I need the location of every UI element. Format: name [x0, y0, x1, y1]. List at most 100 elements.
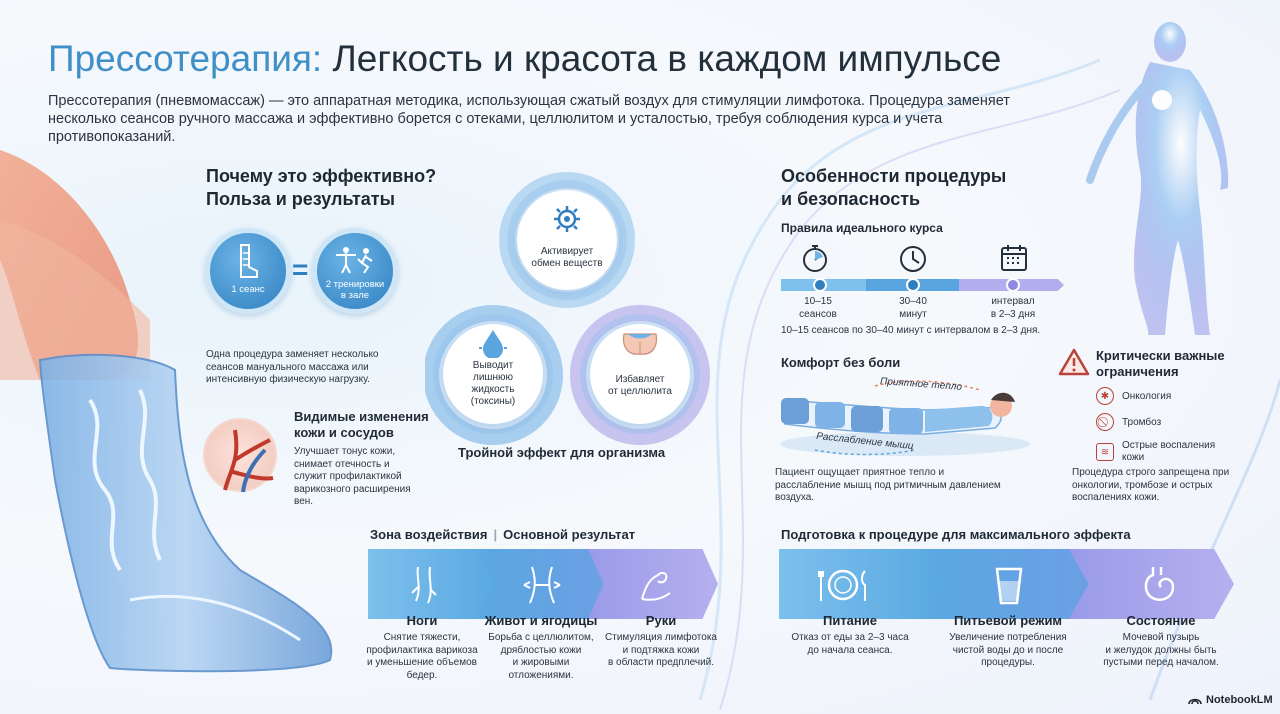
zones-arrow-bar — [368, 549, 718, 619]
contra-item: ≋ Острые воспаления кожи — [1096, 440, 1246, 464]
zone-desc-line: Борьба с целлюлитом, — [488, 632, 594, 643]
prep-desc-line: Увеличение потребления — [949, 632, 1067, 643]
contra-item-label: Острые воспаления кожи — [1122, 440, 1216, 463]
fluid-line1: Выводит — [472, 360, 514, 371]
glass-icon — [995, 567, 1023, 605]
comfort-text: Пациент ощущает приятное тепло и расслаб… — [775, 467, 1001, 503]
prep-desc-line: чистой воды до и после — [952, 644, 1064, 656]
step-line: 10–15 — [804, 296, 832, 307]
contra-list: ✱Онкология ⃠Тромбоз ≋Острые воспаления к… — [1096, 386, 1246, 464]
course-summary: 10–15 сеансов по 30–40 минут с интервало… — [781, 325, 1041, 336]
timeline-dot — [1006, 278, 1020, 292]
clock-icon — [900, 246, 926, 272]
fluid-line3: жидкость — [471, 384, 515, 395]
timeline-dot — [813, 278, 827, 292]
workout-icon — [336, 247, 373, 274]
visible-title-line1: Видимые изменения — [294, 409, 429, 424]
contra-title-line1: Критически важные — [1096, 348, 1225, 363]
contra-item-label: Онкология — [1122, 390, 1172, 402]
prep-desc-line: до начала сеанса. — [807, 644, 893, 656]
course-title: Правила идеального курса — [781, 221, 943, 235]
step-line: в 2–3 дня — [990, 308, 1036, 320]
zone-card-belly: Живот и ягодицы Борьба с целлюлитом,дряб… — [480, 613, 602, 682]
triple-caption: Тройной эффект для организма — [458, 445, 666, 460]
visible-text: Улучшает тонус кожи, снимает отечность и… — [294, 446, 411, 507]
brand-mark: NotebookLM — [1188, 694, 1273, 706]
zone-title: Руки — [645, 613, 677, 628]
zones-header-right: Основной результат — [503, 527, 636, 542]
hips-icon — [622, 333, 658, 355]
equals-sign: = — [292, 254, 309, 285]
boot-icon — [240, 244, 258, 278]
intro-text: Прессотерапия (пневмомассаж) — это аппар… — [48, 93, 1010, 145]
workouts-label-line2: в зале — [340, 290, 370, 301]
contra-title-line2: ограничения — [1096, 364, 1179, 379]
zone-desc-line: в области предплечий. — [607, 657, 715, 668]
waist-icon — [523, 566, 561, 604]
skin-icon: ≋ — [1096, 443, 1114, 461]
benefits-heading: Почему это эффективно? Польза и результа… — [206, 165, 436, 211]
virus-icon: ✱ — [1096, 387, 1114, 405]
contra-item: ✱ Онкология — [1096, 386, 1246, 406]
comfort-title: Комфорт без боли — [781, 355, 901, 370]
cellulite-line2: от целлюлита — [608, 386, 672, 397]
session-badge: 1 сеанс — [205, 228, 291, 314]
legs-icon — [411, 566, 437, 604]
prep-arrow-bar — [779, 549, 1234, 619]
zone-arms-segment — [588, 549, 718, 619]
zones-header: Зона воздействия|Основной результат — [370, 527, 636, 542]
drop-icon — [479, 330, 507, 358]
prep-title: Питьевой режим — [953, 613, 1063, 628]
calendar-icon — [1001, 245, 1027, 271]
visible-title: Видимые изменения кожи и сосудов — [294, 409, 429, 441]
prep-desc-line: пустыми перед началом. — [1103, 657, 1219, 668]
zone-desc-line: профилактика варикоза — [366, 644, 478, 656]
procedure-heading-line1: Особенности процедуры — [781, 166, 1007, 186]
arm-icon — [641, 571, 671, 601]
prep-title: Питание — [822, 613, 877, 628]
zone-title: Ноги — [406, 613, 438, 628]
zone-desc-line: и жировыми — [512, 657, 570, 668]
timeline-dot — [906, 278, 920, 292]
zone-desc-line: бедер. — [406, 669, 438, 681]
prep-food-segment — [779, 549, 944, 619]
zone-desc-line: Снятие тяжести, — [383, 632, 461, 643]
title-rest: Легкость и красота в каждом импульсе — [322, 38, 1002, 79]
page-title: Прессотерапия: Легкость и красота в кажд… — [48, 38, 1001, 80]
zone-desc-line: дряблостью кожи — [500, 644, 582, 656]
procedure-heading: Особенности процедуры и безопасность — [781, 165, 1006, 211]
prep-heading: Подготовка к процедуре для максимального… — [781, 527, 1131, 542]
brand-name: NotebookLM — [1206, 694, 1273, 706]
contra-note: Процедура строго запрещена при онкологии… — [1072, 467, 1230, 503]
prep-state-segment — [1069, 549, 1234, 619]
zone-title: Живот и ягодицы — [484, 613, 598, 628]
zones-header-left: Зона воздействия — [370, 527, 488, 542]
course-timeline — [781, 278, 1066, 292]
visible-title-line2: кожи и сосудов — [294, 425, 394, 440]
triple-effect-loops — [425, 172, 710, 445]
timeline-seg-1 — [781, 279, 881, 291]
title-accent: Прессотерапия: — [48, 38, 323, 79]
contra-item-label: Тромбоз — [1122, 416, 1162, 428]
notebooklm-logo-icon — [1188, 698, 1202, 705]
replace-text: Одна процедура заменяет несколько сеансо… — [206, 349, 379, 385]
prep-title: Состояние — [1126, 613, 1196, 628]
benefits-heading-line2: Польза и результаты — [206, 189, 395, 209]
prep-desc-line: и желудок должны быть — [1105, 644, 1217, 656]
zone-desc-line: отложениями. — [508, 669, 574, 681]
procedure-heading-line2: и безопасность — [781, 189, 921, 209]
